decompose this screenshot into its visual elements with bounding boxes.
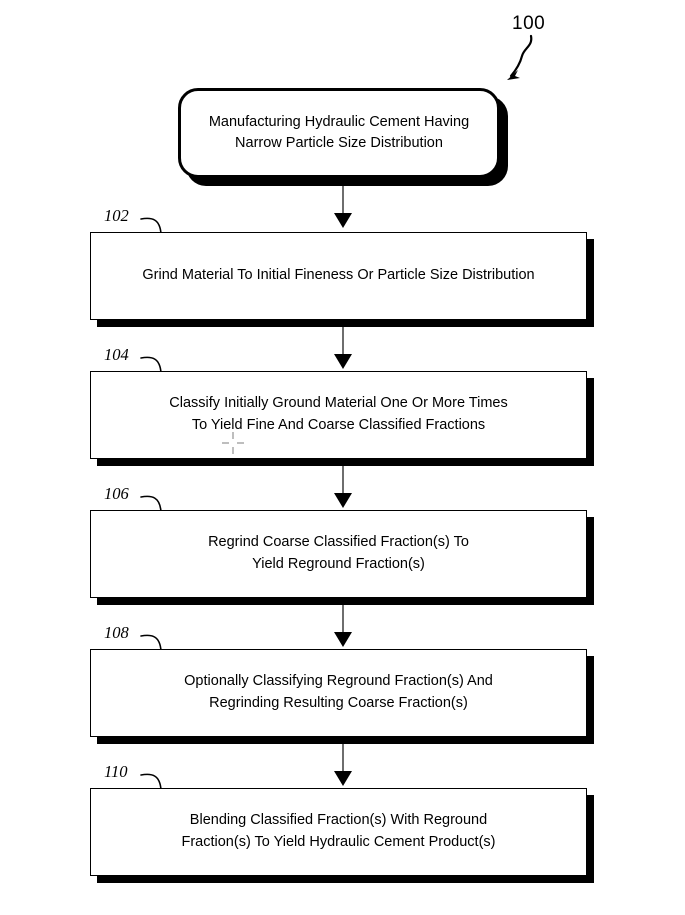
connector-line	[342, 605, 344, 635]
leader-hook-icon	[140, 217, 162, 235]
process-outline: Regrind Coarse Classified Fraction(s) To…	[90, 510, 587, 598]
reference-number-label: 106	[104, 484, 129, 503]
process-outline: Classify Initially Ground Material One O…	[90, 371, 587, 459]
connector-line	[342, 744, 344, 774]
connector-line	[342, 466, 344, 496]
reference-number-label: 110	[104, 762, 128, 781]
connector-line	[342, 327, 344, 357]
leader-hook-icon	[140, 634, 162, 652]
arrowhead-icon	[334, 632, 352, 647]
reference-numeral-104: 104	[96, 345, 216, 383]
process-box-106: Regrind Coarse Classified Fraction(s) To…	[90, 510, 594, 605]
connector-104-to-106	[334, 466, 352, 508]
reference-number-label: 108	[104, 623, 129, 642]
terminator-label: Manufacturing Hydraulic Cement Having Na…	[208, 113, 470, 151]
leader-hook-icon	[140, 773, 162, 791]
terminator-outline: Manufacturing Hydraulic Cement Having Na…	[178, 88, 500, 178]
connector-102-to-104	[334, 327, 352, 369]
process-label-110: Blending Classified Fraction(s) With Reg…	[181, 812, 496, 850]
connector-108-to-110	[334, 744, 352, 786]
reference-numeral-106: 106	[96, 484, 216, 522]
arrowhead-icon	[334, 771, 352, 786]
reference-numeral-108: 108	[96, 623, 216, 661]
process-label-102: Grind Material To Initial Fineness Or Pa…	[142, 267, 535, 284]
connector-start-to-102	[334, 186, 352, 228]
connector-106-to-108	[334, 605, 352, 647]
crosshair-marker-icon	[222, 432, 244, 454]
process-outline: Grind Material To Initial Fineness Or Pa…	[90, 232, 587, 320]
process-outline: Blending Classified Fraction(s) With Reg…	[90, 788, 587, 876]
process-box-108: Optionally Classifying Reground Fraction…	[90, 649, 594, 744]
leader-hook-icon	[140, 356, 162, 374]
process-label-108: Optionally Classifying Reground Fraction…	[184, 673, 493, 711]
reference-numeral-102: 102	[96, 206, 216, 244]
process-outline: Optionally Classifying Reground Fraction…	[90, 649, 587, 737]
figure-number-group: 100	[498, 14, 588, 84]
arrowhead-icon	[334, 354, 352, 369]
process-label-106: Regrind Coarse Classified Fraction(s) To…	[208, 534, 469, 572]
arrowhead-icon	[334, 213, 352, 228]
process-label-104: Classify Initially Ground Material One O…	[169, 395, 508, 433]
curved-arrow-down-left-icon	[507, 34, 533, 80]
reference-number-label: 104	[104, 345, 129, 364]
figure-number-label: 100	[512, 13, 546, 34]
leader-hook-icon	[140, 495, 162, 513]
terminator-start-box: Manufacturing Hydraulic Cement Having Na…	[178, 88, 508, 186]
process-box-104: Classify Initially Ground Material One O…	[90, 371, 594, 466]
reference-number-label: 102	[104, 206, 129, 225]
connector-line	[342, 186, 344, 216]
reference-numeral-110: 110	[96, 762, 216, 800]
process-box-102: Grind Material To Initial Fineness Or Pa…	[90, 232, 594, 327]
process-box-110: Blending Classified Fraction(s) With Reg…	[90, 788, 594, 883]
arrowhead-icon	[334, 493, 352, 508]
